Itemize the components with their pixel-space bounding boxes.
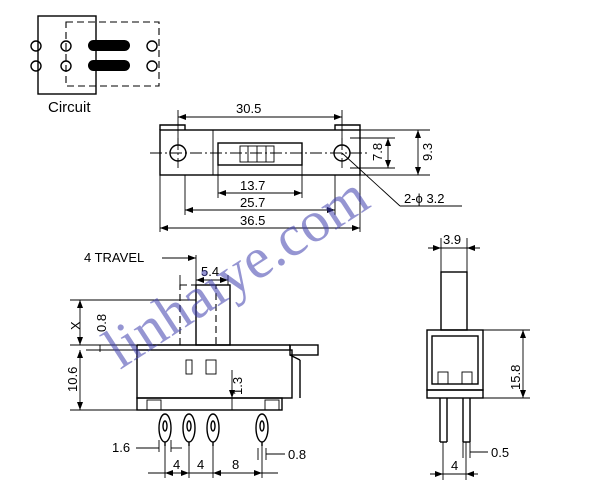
dim-10-6: 10.6	[65, 367, 80, 392]
circuit-diagram: Circuit	[30, 15, 160, 116]
dim-1-3: 1.3	[230, 377, 245, 395]
dim-4-side: 4	[451, 458, 458, 473]
dim-36-5: 36.5	[240, 213, 265, 228]
dim-0-8-top: 0.8	[94, 314, 109, 332]
front-view: 4 TRAVEL 5.4 X 0.8 10.6 1.3 1.6	[65, 250, 319, 478]
dim-1-6: 1.6	[112, 440, 130, 455]
dim-30-5: 30.5	[236, 101, 261, 116]
top-view: 30.5 7.8 9.3 13.7 25.7 36.5	[150, 101, 462, 232]
dim-13-7: 13.7	[240, 178, 265, 193]
dim-5-4: 5.4	[201, 264, 219, 279]
travel-label: 4 TRAVEL	[84, 250, 144, 265]
dim-pitch-8: 8	[232, 457, 239, 472]
dim-15-8: 15.8	[508, 365, 523, 390]
dim-hole: 2-ϕ 3.2	[404, 191, 445, 206]
dim-25-7: 25.7	[240, 195, 265, 210]
dim-7-8: 7.8	[370, 143, 385, 161]
dim-3-9: 3.9	[443, 232, 461, 247]
x-label: X	[68, 321, 83, 330]
dim-0-5: 0.5	[491, 445, 509, 460]
dim-0-8-pin: 0.8	[288, 447, 306, 462]
dim-9-3: 9.3	[420, 143, 435, 161]
dim-pitch-4b: 4	[197, 457, 204, 472]
dim-pitch-4a: 4	[173, 457, 180, 472]
circuit-label: Circuit	[48, 99, 91, 116]
side-view: 3.9 15.8 0.5 4	[426, 232, 530, 480]
watermark: linhaiye.com	[92, 162, 380, 381]
